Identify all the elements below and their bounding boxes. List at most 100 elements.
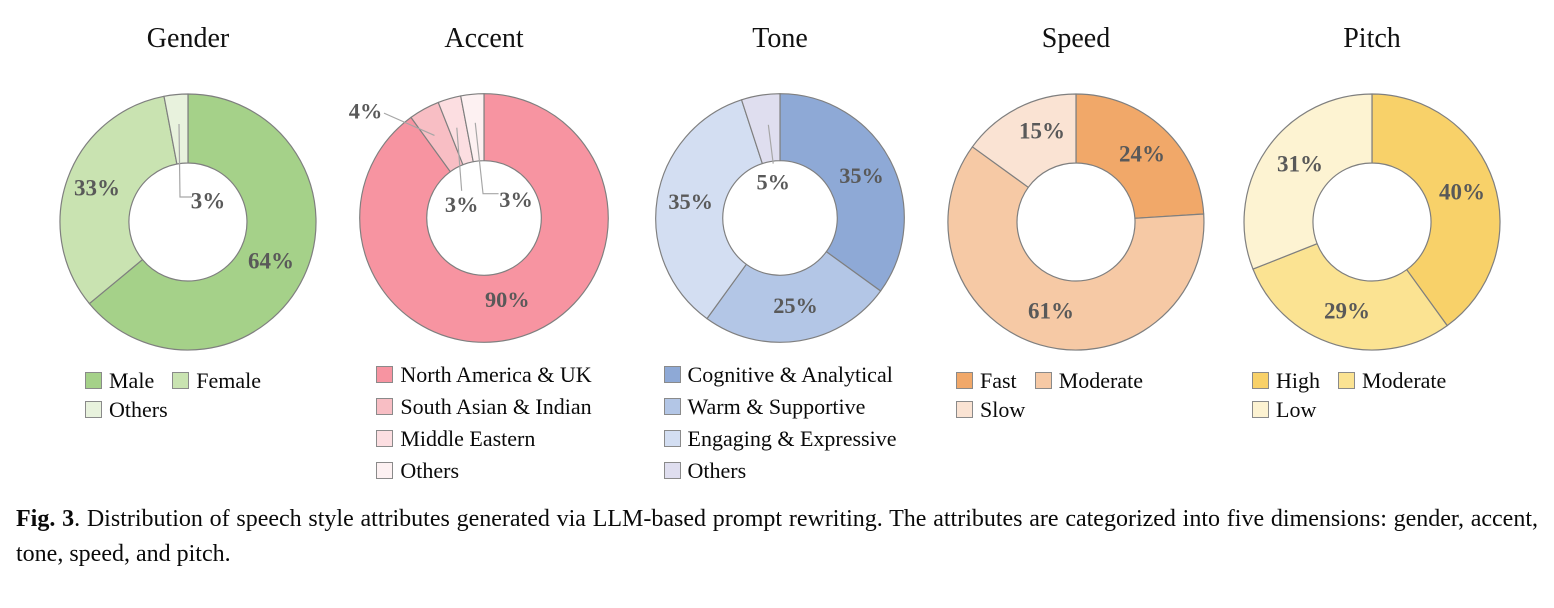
- donut-slice-cognitive-analytical: [779, 93, 905, 292]
- pct-label-moderate: 61%: [1028, 299, 1074, 324]
- donut-chart-pitch: 40% 29% 31%: [1243, 93, 1501, 351]
- figure-caption-label: Fig. 3: [16, 506, 75, 532]
- pct-label-low: 31%: [1277, 152, 1323, 177]
- pct-label-warm-supportive: 25%: [773, 293, 818, 318]
- legend-item-moderate: Moderate: [1034, 368, 1143, 393]
- legend-item-south-asian-indian: South Asian & Indian: [376, 392, 592, 420]
- legend-label: Others: [109, 397, 168, 422]
- legend-item-others: Others: [85, 397, 168, 422]
- legend-item-engaging-expressive: Engaging & Expressive: [663, 424, 897, 452]
- legend-swatch-high: [1252, 372, 1269, 389]
- legend-label: Cognitive & Analytical: [687, 361, 893, 387]
- legend-item-cognitive-analytical: Cognitive & Analytical: [663, 360, 897, 388]
- legend-label: Others: [400, 457, 460, 483]
- donut-slice-warm-supportive: [706, 251, 882, 343]
- legend-item-middle-eastern: Middle Eastern: [376, 424, 591, 452]
- donut-slice-others: [740, 93, 781, 165]
- pct-label-south-asian-indian: 4%: [349, 99, 383, 124]
- legend-item-low: Low: [1252, 397, 1316, 422]
- legend-label: South Asian & Indian: [400, 393, 592, 419]
- chart-title-tone: Tone: [752, 23, 808, 54]
- legend-label: Moderate: [1058, 368, 1143, 393]
- label-leader-line: [456, 127, 463, 191]
- donut-slice-female: [59, 95, 178, 305]
- legend-swatch-male: [85, 372, 102, 389]
- donut-slice-moderate: [947, 146, 1205, 351]
- legend-item-moderate: Moderate: [1338, 368, 1446, 393]
- donut-slice-others: [163, 93, 189, 165]
- label-leader-line: [767, 124, 774, 164]
- legend-swatch-slow: [956, 401, 973, 418]
- donut-slice-male: [88, 93, 317, 351]
- legend-swatch-moderate: [1338, 372, 1355, 389]
- legend-item-north-america-uk: North America & UK: [376, 360, 592, 388]
- legend-swatch-female: [172, 372, 190, 389]
- label-leader-line: [383, 112, 435, 136]
- legend-label: Slow: [980, 397, 1026, 422]
- legend-label: Warm & Supportive: [687, 393, 866, 419]
- legend-swatch-warm-supportive: [663, 397, 681, 415]
- legend-swatch-low: [1252, 401, 1269, 418]
- legend-label: Male: [109, 368, 155, 393]
- legend-swatch-south-asian-indian: [376, 397, 394, 415]
- pct-label-male: 64%: [248, 249, 294, 274]
- pct-label-north-america-uk: 90%: [485, 287, 530, 312]
- pct-label-engaging-expressive: 35%: [668, 189, 713, 214]
- legend-item-high: High: [1252, 368, 1320, 393]
- donut-slice-low: [1243, 93, 1373, 270]
- legend-label: Low: [1276, 397, 1317, 422]
- pct-label-slow: 15%: [1019, 119, 1065, 144]
- legend-label: High: [1276, 368, 1320, 393]
- legend-swatch-cognitive-analytical: [663, 365, 681, 383]
- figure-caption-text: . Distribution of speech style attribute…: [16, 506, 1538, 567]
- donut-chart-gender: 64% 33% 3%: [59, 93, 317, 351]
- donut-slice-north-america-uk: [359, 93, 609, 343]
- legend-label: Moderate: [1362, 368, 1447, 393]
- legend-swatch-middle-eastern: [376, 429, 394, 447]
- donut-slice-fast: [1075, 93, 1205, 219]
- pct-label-female: 33%: [74, 176, 120, 201]
- legend-swatch-others: [376, 461, 394, 479]
- legend-swatch-moderate: [1034, 372, 1052, 389]
- legend-swatch-engaging-expressive: [663, 429, 681, 447]
- pct-label-high: 40%: [1439, 180, 1485, 205]
- pct-label-moderate: 29%: [1324, 299, 1370, 324]
- legend-label: Others: [687, 457, 747, 483]
- chart-title-pitch: Pitch: [1343, 23, 1401, 54]
- pct-label-fast: 24%: [1119, 142, 1165, 167]
- legend-item-warm-supportive: Warm & Supportive: [663, 392, 897, 420]
- legend-swatch-north-america-uk: [376, 365, 394, 383]
- legend-swatch-others: [663, 461, 681, 479]
- legend-item-others: Others: [663, 456, 897, 484]
- pct-label-others: 3%: [499, 187, 533, 212]
- legend-label: Engaging & Expressive: [687, 425, 897, 451]
- donut-slice-high: [1371, 93, 1501, 327]
- donut-chart-tone: 35% 25% 35% 5%: [655, 93, 905, 343]
- pct-label-middle-eastern: 3%: [445, 192, 479, 217]
- label-leader-line: [178, 123, 192, 198]
- legend-swatch-others: [85, 401, 102, 418]
- legend-item-male: Male: [85, 368, 154, 393]
- legend-item-fast: Fast: [956, 368, 1017, 393]
- donut-chart-speed: 24% 61% 15%: [947, 93, 1205, 351]
- chart-title-speed: Speed: [1041, 23, 1111, 54]
- pct-label-cognitive-analytical: 35%: [839, 163, 884, 188]
- donut-slice-moderate: [1252, 243, 1448, 351]
- label-leader-line: [474, 122, 499, 195]
- legend-item-others: Others: [376, 456, 591, 484]
- pct-label-others: 5%: [756, 170, 790, 195]
- pct-label-others: 3%: [191, 189, 226, 214]
- chart-title-gender: Gender: [146, 23, 230, 54]
- donut-slice-engaging-expressive: [655, 99, 763, 320]
- legend-label: North America & UK: [400, 361, 592, 387]
